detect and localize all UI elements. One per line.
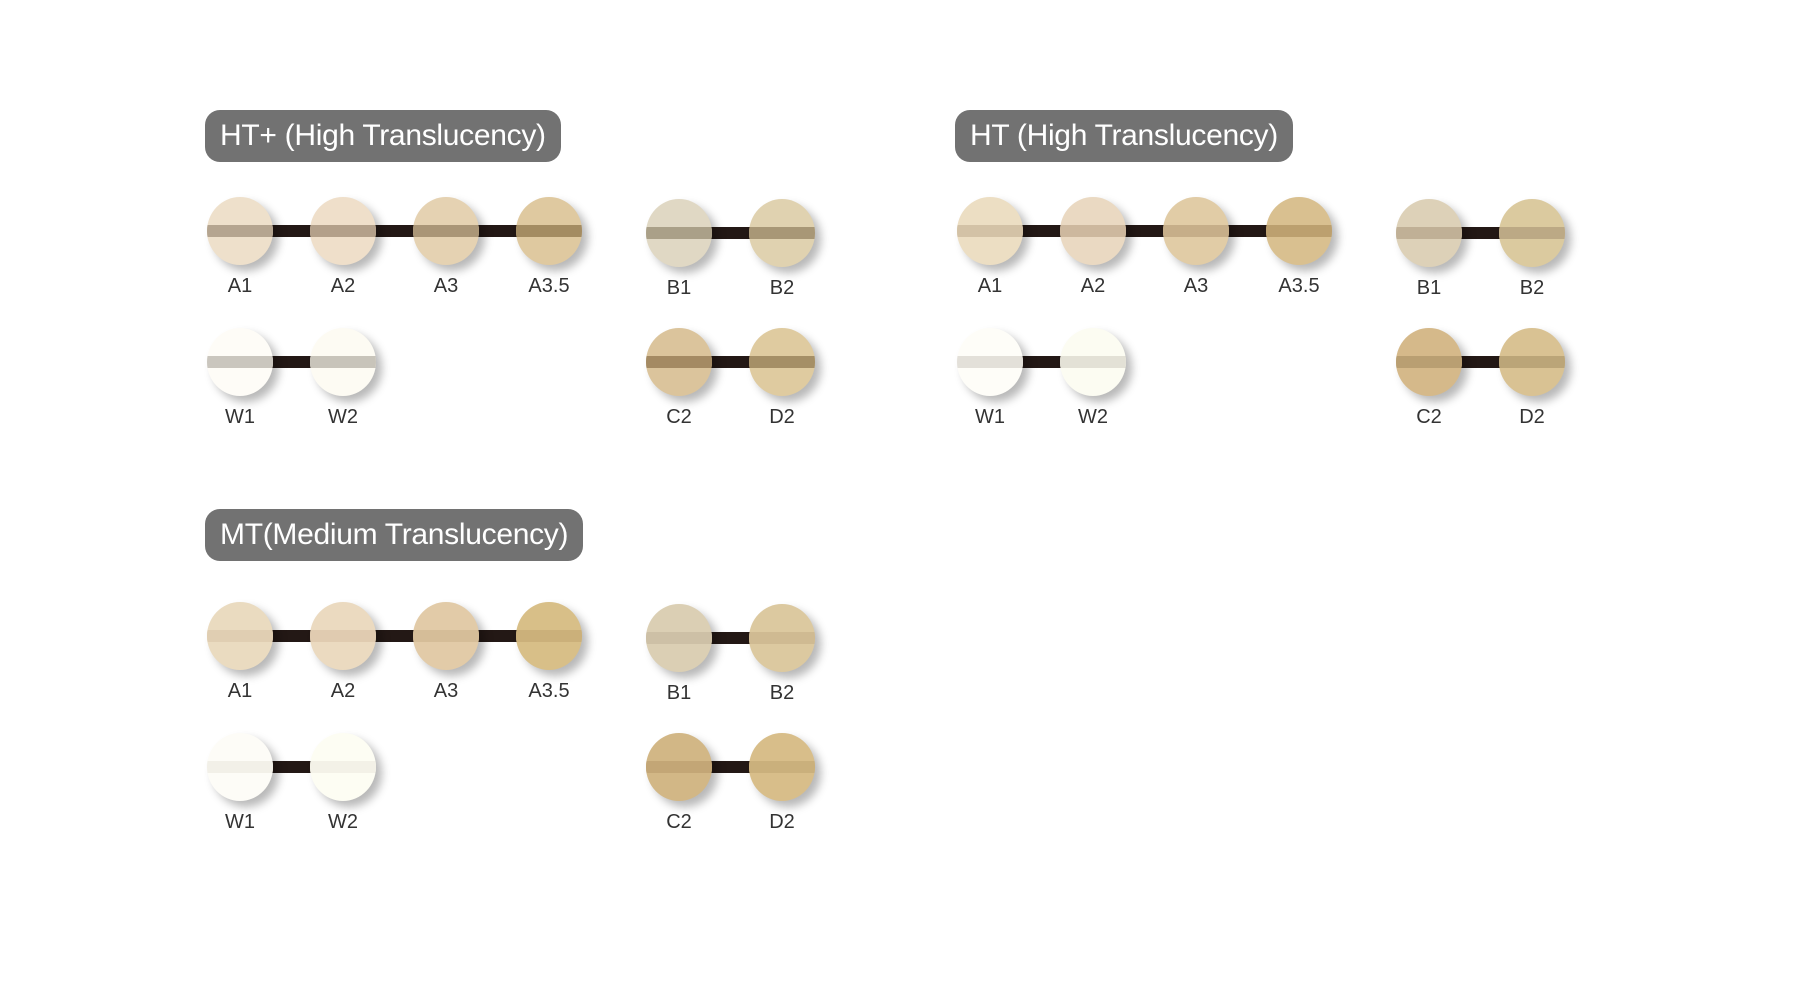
shade-swatch: [1163, 197, 1229, 265]
swatch-stripe: [207, 225, 273, 237]
shade-label: W2: [328, 406, 358, 428]
shade-swatch: [957, 328, 1023, 396]
shade-swatch: [207, 328, 273, 396]
swatch-stripe: [646, 356, 712, 368]
shade-swatch: [1499, 328, 1565, 396]
swatch-stripe: [749, 227, 815, 239]
shade-label: W1: [975, 406, 1005, 428]
shade-label: W1: [225, 811, 255, 833]
shade-swatch: [1266, 197, 1332, 265]
shade-label: B2: [769, 277, 795, 299]
section-title-badge: HT (High Translucency): [955, 110, 1293, 162]
shade-label: D2: [769, 406, 795, 428]
shade-label: B1: [1416, 277, 1442, 299]
swatch-stripe: [207, 630, 273, 642]
swatch-stripe: [749, 761, 815, 773]
connector-bar: [990, 225, 1299, 237]
shade-swatch: [516, 602, 582, 670]
shade-swatch: [310, 197, 376, 265]
shade-swatch: [1060, 197, 1126, 265]
swatch-stripe: [207, 356, 273, 368]
swatch-stripe: [310, 761, 376, 773]
shade-swatch: [207, 197, 273, 265]
swatch-stripe: [516, 225, 582, 237]
shade-swatch: [1499, 199, 1565, 267]
shade-swatch: [646, 733, 712, 801]
shade-label: A2: [1080, 275, 1106, 297]
shade-swatch: [957, 197, 1023, 265]
swatch-stripe: [646, 632, 712, 644]
swatch-stripe: [310, 356, 376, 368]
shade-label: A1: [977, 275, 1003, 297]
shade-swatch: [310, 328, 376, 396]
shade-swatch: [749, 199, 815, 267]
shade-label: A1: [227, 680, 253, 702]
swatch-stripe: [413, 630, 479, 642]
swatch-stripe: [1396, 227, 1462, 239]
swatch-stripe: [646, 227, 712, 239]
section-title-badge: HT+ (High Translucency): [205, 110, 561, 162]
swatch-stripe: [749, 632, 815, 644]
shade-swatch: [516, 197, 582, 265]
shade-label: A3.5: [1278, 275, 1320, 297]
shade-label: W2: [1078, 406, 1108, 428]
shade-label: A3: [433, 275, 459, 297]
shade-label: A3.5: [528, 680, 570, 702]
swatch-stripe: [1060, 356, 1126, 368]
shade-label: B2: [1519, 277, 1545, 299]
swatch-stripe: [310, 630, 376, 642]
shade-label: B2: [769, 682, 795, 704]
connector-bar: [240, 630, 549, 642]
shade-label: W2: [328, 811, 358, 833]
section-title-badge: MT(Medium Translucency): [205, 509, 584, 561]
shade-swatch: [646, 199, 712, 267]
swatch-stripe: [1396, 356, 1462, 368]
shade-swatch: [413, 602, 479, 670]
shade-label: A2: [330, 680, 356, 702]
swatch-stripe: [310, 225, 376, 237]
shade-label: B1: [666, 682, 692, 704]
shade-label: C2: [666, 811, 692, 833]
connector-bar: [240, 225, 549, 237]
shade-swatch: [1060, 328, 1126, 396]
shade-swatch: [310, 733, 376, 801]
shade-swatch: [1396, 328, 1462, 396]
shade-swatch: [749, 328, 815, 396]
swatch-stripe: [1060, 225, 1126, 237]
swatch-stripe: [1266, 225, 1332, 237]
shade-label: A1: [227, 275, 253, 297]
swatch-stripe: [957, 225, 1023, 237]
shade-label: A3.5: [528, 275, 570, 297]
shade-label: A3: [1183, 275, 1209, 297]
shade-label: A2: [330, 275, 356, 297]
swatch-stripe: [1499, 227, 1565, 239]
shade-label: C2: [1416, 406, 1442, 428]
shade-label: D2: [769, 811, 795, 833]
swatch-stripe: [749, 356, 815, 368]
shade-label: C2: [666, 406, 692, 428]
shade-label: W1: [225, 406, 255, 428]
swatch-stripe: [516, 630, 582, 642]
shade-swatch: [646, 604, 712, 672]
shade-swatch: [207, 602, 273, 670]
shade-swatch: [310, 602, 376, 670]
swatch-stripe: [646, 761, 712, 773]
swatch-stripe: [1163, 225, 1229, 237]
shade-swatch: [207, 733, 273, 801]
shade-label: D2: [1519, 406, 1545, 428]
shade-swatch: [749, 604, 815, 672]
swatch-stripe: [413, 225, 479, 237]
shade-label: B1: [666, 277, 692, 299]
shade-swatch: [749, 733, 815, 801]
swatch-stripe: [207, 761, 273, 773]
shade-swatch: [1396, 199, 1462, 267]
shade-label: A3: [433, 680, 459, 702]
shade-swatch: [413, 197, 479, 265]
shade-swatch: [646, 328, 712, 396]
swatch-stripe: [1499, 356, 1565, 368]
swatch-stripe: [957, 356, 1023, 368]
